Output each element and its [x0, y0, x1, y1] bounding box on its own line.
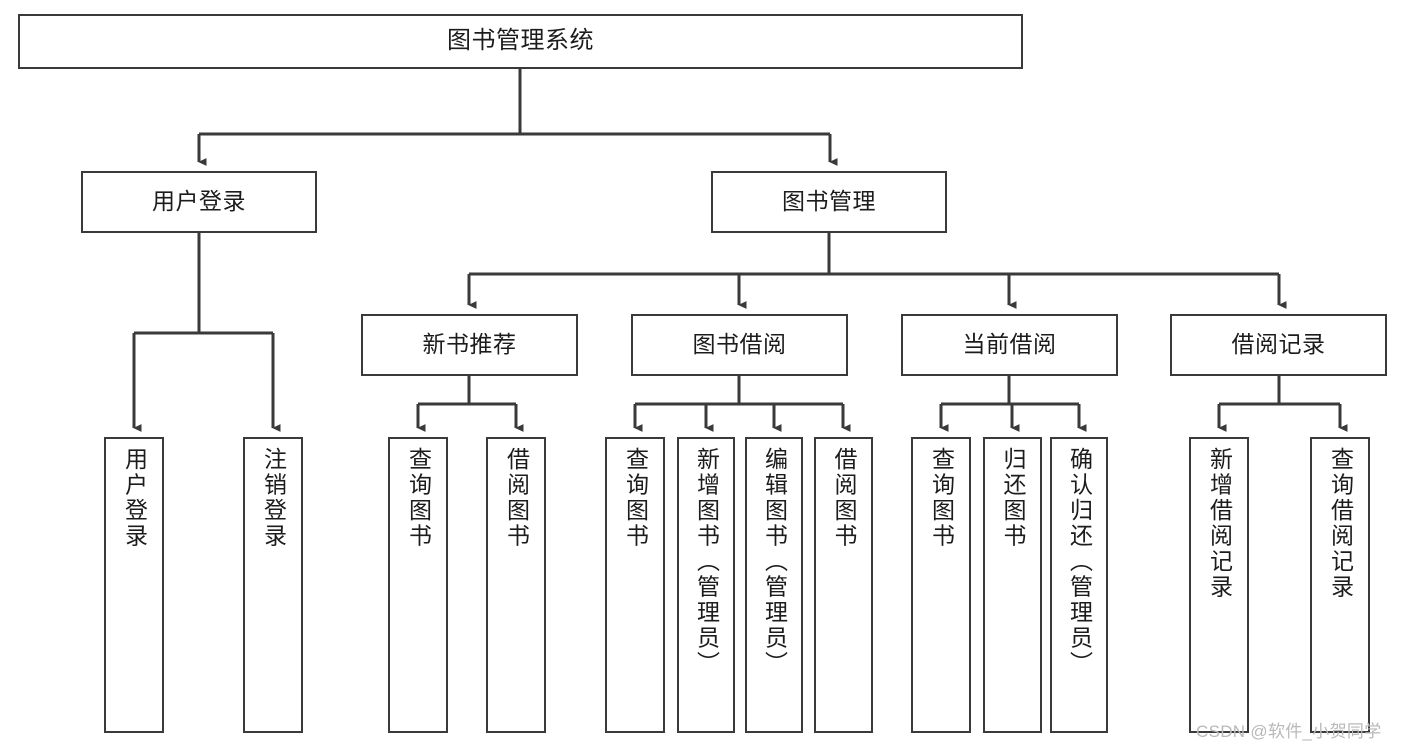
watermark-text: CSDN @软件_小贺同学	[1196, 722, 1382, 741]
node-leaf-edit-book-label: 编辑图书（管理员）	[761, 447, 788, 677]
node-leaf-query-book-1-label: 查询图书	[405, 447, 432, 549]
node-leaf-query-book-2[interactable]: 查询图书	[605, 437, 665, 733]
edge-user-login-to-leaves	[132, 233, 281, 432]
node-leaf-query-record-label: 查询借阅记录	[1327, 447, 1354, 600]
node-leaf-borrow-book-2-label: 借阅图书	[831, 447, 857, 549]
node-borrow-record[interactable]: 借阅记录	[1170, 314, 1387, 376]
node-current-borrow[interactable]: 当前借阅	[901, 314, 1118, 376]
node-leaf-borrow-book-2[interactable]: 借阅图书	[814, 437, 873, 733]
node-leaf-add-record-label: 新增借阅记录	[1206, 447, 1233, 600]
edge-root-to-level2	[197, 69, 838, 166]
node-current-borrow-label: 当前借阅	[962, 331, 1057, 358]
node-leaf-confirm-return-label: 确认归还（管理员）	[1066, 447, 1093, 677]
node-leaf-add-book-label: 新增图书（管理员）	[693, 447, 720, 677]
node-leaf-query-record[interactable]: 查询借阅记录	[1310, 437, 1370, 733]
node-leaf-add-book[interactable]: 新增图书（管理员）	[677, 437, 735, 733]
node-leaf-borrow-book-1[interactable]: 借阅图书	[486, 437, 546, 733]
node-leaf-return-book[interactable]: 归还图书	[983, 437, 1042, 733]
node-leaf-logout-label: 注销登录	[260, 447, 287, 549]
edge-borrow-record-to-leaves	[1217, 376, 1348, 432]
node-leaf-borrow-book-1-label: 借阅图书	[503, 447, 530, 549]
node-book-borrow-label: 图书借阅	[692, 331, 787, 358]
edge-current-borrow-to-leaves	[939, 376, 1087, 432]
edge-book-borrow-to-leaves	[633, 376, 851, 432]
node-leaf-query-book-3[interactable]: 查询图书	[911, 437, 971, 733]
node-leaf-query-book-3-label: 查询图书	[928, 447, 955, 549]
node-book-manage[interactable]: 图书管理	[711, 171, 947, 233]
node-leaf-user-login[interactable]: 用户登录	[104, 437, 164, 733]
node-user-login[interactable]: 用户登录	[81, 171, 317, 233]
node-root-label: 图书管理系统	[447, 27, 594, 55]
node-leaf-confirm-return[interactable]: 确认归还（管理员）	[1050, 437, 1108, 733]
node-leaf-add-record[interactable]: 新增借阅记录	[1189, 437, 1249, 733]
node-book-manage-label: 图书管理	[782, 188, 876, 215]
node-root[interactable]: 图书管理系统	[18, 14, 1023, 69]
node-leaf-user-login-label: 用户登录	[121, 447, 148, 549]
node-leaf-logout[interactable]: 注销登录	[243, 437, 303, 733]
node-leaf-return-book-label: 归还图书	[1000, 447, 1026, 549]
node-book-borrow[interactable]: 图书借阅	[631, 314, 848, 376]
node-new-book-recommend[interactable]: 新书推荐	[361, 314, 578, 376]
node-leaf-query-book-1[interactable]: 查询图书	[388, 437, 448, 733]
node-leaf-query-book-2-label: 查询图书	[622, 447, 649, 549]
edge-book-manage-to-level3	[467, 233, 1287, 309]
node-borrow-record-label: 借阅记录	[1231, 331, 1326, 358]
node-user-login-label: 用户登录	[152, 188, 246, 215]
edge-new-book-recommend-to-leaves	[416, 376, 524, 432]
node-new-book-recommend-label: 新书推荐	[422, 331, 517, 358]
node-leaf-edit-book[interactable]: 编辑图书（管理员）	[745, 437, 803, 733]
